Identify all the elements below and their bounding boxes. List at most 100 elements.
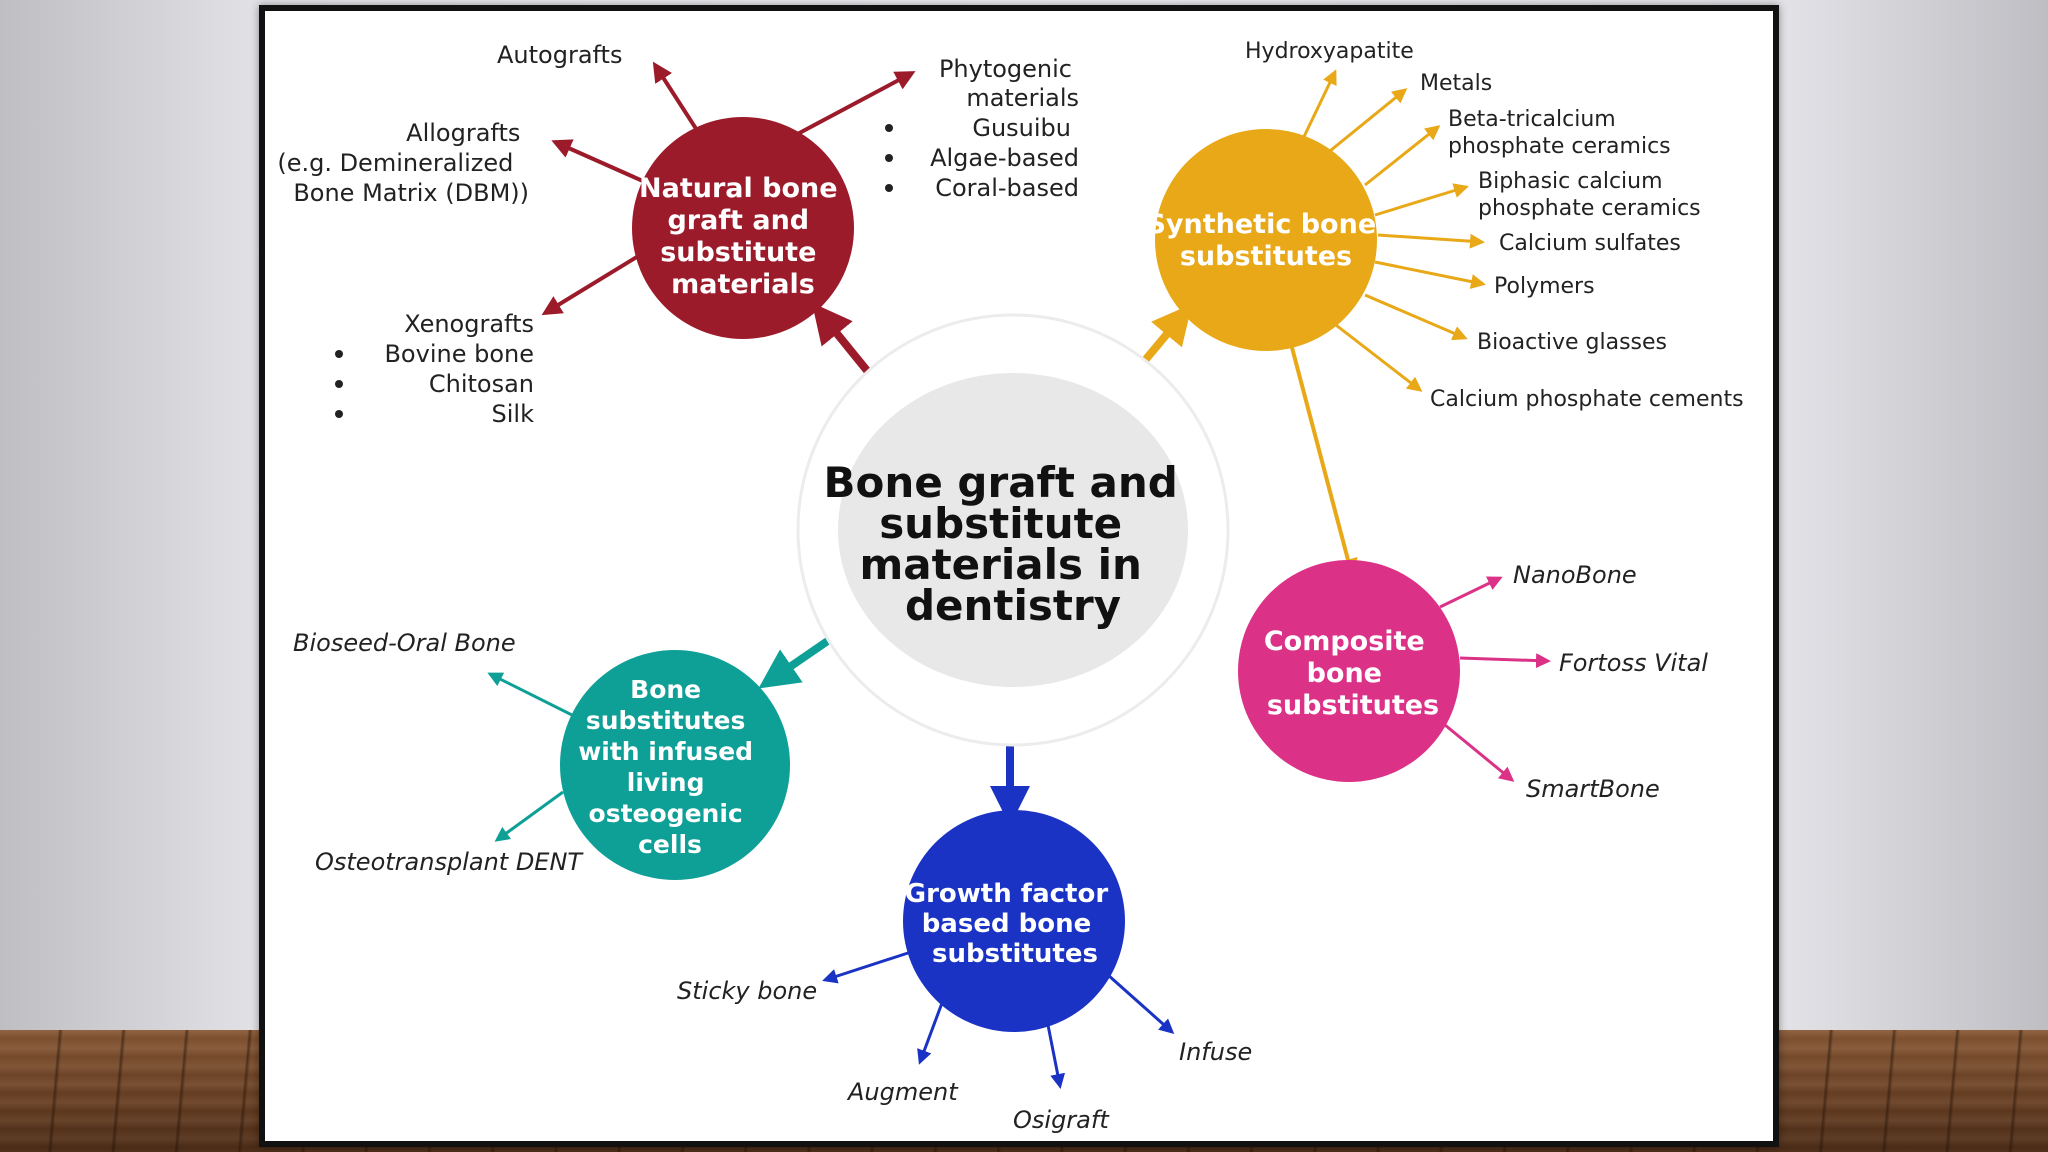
arrow-phytogenic xyxy=(789,71,916,140)
arrow-smartbone xyxy=(1444,723,1515,782)
natural-label-line: Natural bone xyxy=(639,173,838,204)
arrow-xenografts xyxy=(541,253,642,316)
synthetic-label-line: substitutes xyxy=(1180,241,1352,272)
cells-label-line: Bone xyxy=(630,675,701,704)
arrow-nanobone xyxy=(1439,576,1503,609)
list-item: Bovine bone xyxy=(384,340,534,368)
label-bioactive: Bioactive glasses xyxy=(1477,330,1667,355)
svg-text:Natural bone graft and: Natural bone graft and substitute materi… xyxy=(639,173,847,300)
label-phytogenic: materials xyxy=(966,84,1079,112)
arrow-biphasic xyxy=(1374,183,1469,217)
composite-label-line: substitutes xyxy=(1267,690,1439,721)
center-title-line: dentistry xyxy=(905,581,1121,630)
composite-label-line: Composite xyxy=(1264,626,1425,657)
center-node: Bone graft and substitute materials in d… xyxy=(796,313,1230,747)
arrow-allografts xyxy=(551,139,646,184)
synthetic-branches xyxy=(1298,69,1486,392)
arrow-bioactive xyxy=(1364,293,1468,341)
arrow-osteotransplant xyxy=(494,790,564,842)
label-hydroxyapatite: Hydroxyapatite xyxy=(1245,39,1414,64)
cells-circle xyxy=(560,650,790,880)
bullet xyxy=(885,184,893,192)
list-item: Coral-based xyxy=(935,174,1079,202)
label-autografts: Autografts xyxy=(497,41,622,69)
label-allografts: (e.g. Demineralized xyxy=(277,149,513,177)
svg-text:Allografts (e.g. Deminer: Allografts (e.g. Demineralized Bone Matr… xyxy=(277,119,529,207)
arrow-hydroxyapatite xyxy=(1298,69,1337,146)
growth-label-line: based bone xyxy=(922,909,1092,939)
svg-text:Composite bone sub: Composite bone substitutes xyxy=(1264,626,1439,721)
xenograft-list: Bovine bone Chitosan Silk xyxy=(335,340,534,428)
growth-node: Growth factor based bone substitutes xyxy=(903,810,1125,1032)
arrow-beta-tcp xyxy=(1364,125,1441,187)
label-beta-tcp: Beta-tricalcium xyxy=(1448,107,1616,132)
natural-label-line: graft and xyxy=(667,205,809,236)
arrow-augment xyxy=(917,1002,944,1065)
synthetic-label-line: Synthetic bone xyxy=(1146,209,1376,240)
growth-branches xyxy=(822,951,1175,1089)
arrow-osigraft xyxy=(1045,1019,1066,1089)
arrow-fortoss xyxy=(1459,653,1551,669)
arrow-polymers xyxy=(1374,260,1486,289)
cells-label-line: cells xyxy=(638,830,702,859)
cells-label-line: with infused xyxy=(578,737,753,766)
list-item: Gusuibu xyxy=(972,114,1071,142)
center-title-line: substitute xyxy=(879,499,1122,548)
arrow-bioseed xyxy=(487,672,573,717)
label-augment: Augment xyxy=(846,1078,959,1106)
cells-branches xyxy=(487,672,573,842)
bullet xyxy=(885,154,893,162)
svg-text:Beta-tricalcium phosphat: Beta-tricalcium phosphate ceramics xyxy=(1448,107,1671,159)
label-fortoss-vital: Fortoss Vital xyxy=(1559,649,1708,677)
natural-branches xyxy=(541,61,916,316)
natural-labels: Autografts Allografts (e.g. Demineralize… xyxy=(277,41,1079,428)
arrow-to-cells xyxy=(758,634,835,689)
arrow-sticky-bone xyxy=(822,951,909,984)
center-title-line: Bone graft and xyxy=(824,458,1178,507)
list-item: Silk xyxy=(492,400,535,428)
list-item: Chitosan xyxy=(429,370,534,398)
phytogenic-list: Gusuibu Algae-based Coral-based xyxy=(885,114,1079,202)
label-allografts: Allografts xyxy=(406,119,520,147)
composite-labels: NanoBone Fortoss Vital SmartBone xyxy=(1513,561,1708,803)
label-infuse: Infuse xyxy=(1179,1038,1252,1066)
label-cp-cements: Calcium phosphate cements xyxy=(1430,387,1744,412)
label-beta-tcp: phosphate ceramics xyxy=(1448,134,1671,159)
arrow-to-natural xyxy=(811,302,877,381)
natural-label-line: substitute xyxy=(660,237,816,268)
arrow-cp-cements xyxy=(1331,320,1423,392)
cells-labels: Bioseed-Oral Bone Osteotransplant DENT xyxy=(293,629,584,876)
label-nanobone: NanoBone xyxy=(1513,561,1637,589)
cells-label-line: osteogenic xyxy=(589,799,743,828)
label-osteotransplant: Osteotransplant DENT xyxy=(315,848,584,876)
svg-text:Bone substitutes w: Bone substitutes with infused living ost… xyxy=(578,675,762,859)
growth-label-line: substitutes xyxy=(932,939,1098,969)
growth-circle xyxy=(903,810,1125,1032)
synthetic-circle xyxy=(1155,129,1377,351)
label-smartbone: SmartBone xyxy=(1526,775,1660,803)
label-osigraft: Osigraft xyxy=(1013,1106,1110,1134)
label-metals: Metals xyxy=(1420,71,1492,96)
synthetic-node: Synthetic bone substitutes xyxy=(1146,129,1377,351)
composite-branches xyxy=(1439,576,1551,782)
natural-label-line: materials xyxy=(671,269,815,300)
cells-label-line: living xyxy=(627,768,705,797)
composite-circle xyxy=(1238,560,1460,782)
label-phytogenic: Phytogenic xyxy=(939,55,1072,83)
bullet xyxy=(335,410,343,418)
arrow-metals xyxy=(1324,88,1408,157)
label-bioseed: Bioseed-Oral Bone xyxy=(293,629,516,657)
bullet xyxy=(335,380,343,388)
growth-labels: Sticky bone Augment Osigraft Infuse xyxy=(677,977,1252,1134)
list-item: Algae-based xyxy=(930,144,1079,172)
composite-label-line: bone xyxy=(1307,658,1382,689)
center-title-line: materials in xyxy=(859,540,1141,589)
bullet xyxy=(885,124,893,132)
label-sticky-bone: Sticky bone xyxy=(677,977,817,1005)
center-disc xyxy=(838,373,1188,687)
cells-label-line: substitutes xyxy=(586,706,746,735)
label-calcium-sulfates: Calcium sulfates xyxy=(1499,231,1681,256)
label-polymers: Polymers xyxy=(1494,274,1595,299)
synthetic-labels: Hydroxyapatite Metals Beta-tricalcium ph… xyxy=(1245,39,1744,412)
